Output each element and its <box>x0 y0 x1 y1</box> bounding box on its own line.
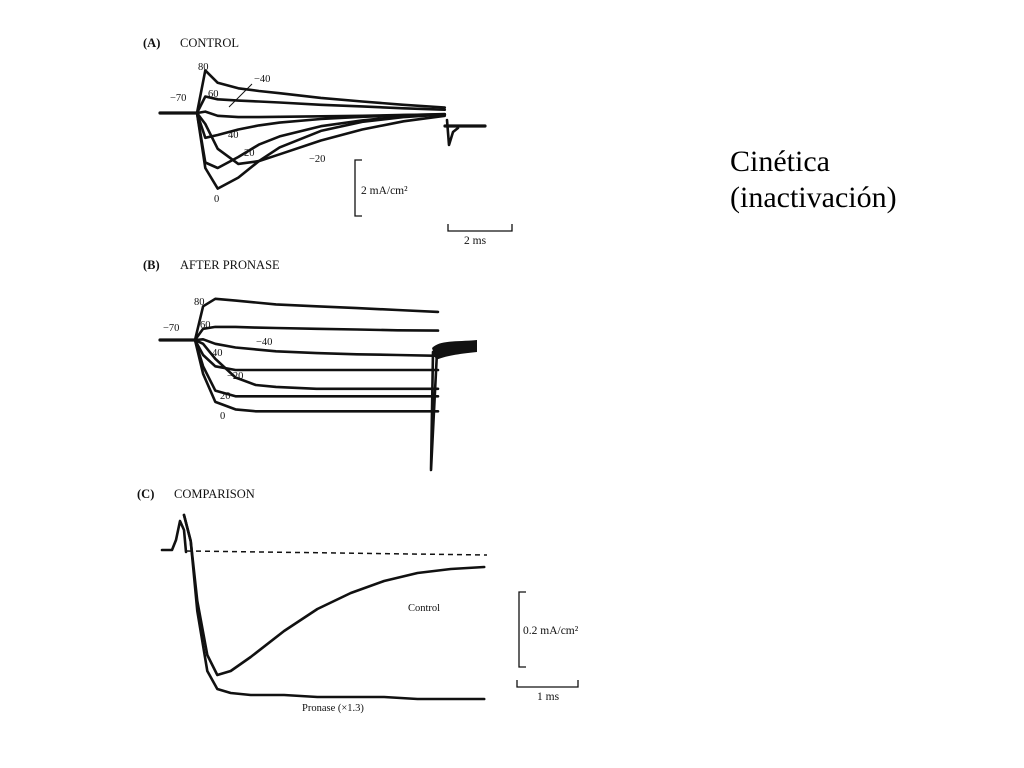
panel-b-tail-transient <box>429 350 439 472</box>
panel-a-holding-label: −70 <box>170 93 186 104</box>
panel-a-label-20: 20 <box>244 148 255 159</box>
panel-a: (A) CONTROL −70 80 60 −40 40 20 0 −20 2 mA/cm²… <box>143 36 513 247</box>
panel-b-label-80: 80 <box>194 297 205 308</box>
panel-b-label-neg20: −20 <box>227 371 243 382</box>
panel-a-title: CONTROL <box>180 36 239 50</box>
panel-b-label-neg40: −40 <box>256 337 272 348</box>
panel-a-xbar <box>447 224 513 232</box>
panel-a-xbar-label: 2 ms <box>464 235 487 247</box>
slide-title-line-2: (inactivación) <box>730 181 897 214</box>
panel-b-tail-artifact <box>432 340 477 360</box>
panel-c-label-pronase: Pronase (×1.3) <box>302 703 364 714</box>
panel-a-trace-neg20 <box>195 111 447 166</box>
panel-a-trace-0 <box>195 111 447 190</box>
panel-b-letter: (B) <box>143 258 160 272</box>
panel-a-label-80: 80 <box>198 62 209 73</box>
panel-b-trace-60 <box>193 325 440 342</box>
panel-c-title: COMPARISON <box>174 487 255 501</box>
panel-c: (C) COMPARISON Control Pronase (×1.3) 0.… <box>137 487 579 714</box>
panel-a-series-labels: 80 60 −40 40 20 0 −20 <box>198 62 325 205</box>
panel-b-label-0: 0 <box>220 411 225 422</box>
panel-b-label-40: 40 <box>212 348 223 359</box>
panel-a-ybar-label: 2 mA/cm² <box>361 185 408 197</box>
panel-c-ybar-label: 0.2 mA/cm² <box>523 625 579 637</box>
panel-c-ybar <box>518 591 526 668</box>
panel-a-ybar-label-text: 2 mA/cm² <box>361 185 408 197</box>
panel-c-xbar-label: 1 ms <box>537 691 560 703</box>
panel-c-baseline-and-spike <box>160 519 188 554</box>
panel-b-trace-neg20 <box>193 338 440 391</box>
panel-b-trace-40 <box>193 338 440 372</box>
panel-a-tail-transient <box>445 118 460 147</box>
panel-a-label-neg40: −40 <box>254 74 270 85</box>
panel-a-label-40: 40 <box>228 130 239 141</box>
panel-b-title: AFTER PRONASE <box>180 258 280 272</box>
panel-c-zero-line <box>186 550 488 556</box>
slide-title-line-1: Cinética <box>730 145 830 178</box>
panel-b-traces <box>193 297 440 413</box>
panel-c-label-control: Control <box>408 603 440 614</box>
panel-b-label-60: 60 <box>200 320 211 331</box>
panel-b-trace-0 <box>193 338 440 413</box>
panel-b-trace-80 <box>193 297 440 342</box>
panel-b-label-20: 20 <box>220 391 231 402</box>
panel-b-trace-neg40 <box>193 338 440 358</box>
panel-a-trace-80 <box>195 69 447 115</box>
panel-c-trace-pronase-1-3- <box>182 513 486 701</box>
panel-a-label-neg20: −20 <box>309 154 325 165</box>
panel-c-xbar <box>516 680 579 688</box>
panel-c-traces <box>182 513 486 701</box>
panel-c-letter: (C) <box>137 487 154 501</box>
panel-a-letter: (A) <box>143 36 160 50</box>
panel-a-traces <box>195 69 447 190</box>
panel-b: (B) AFTER PRONASE −70 80 60 −40 40 −20 20 0 <box>143 258 477 472</box>
panel-b-trace-20 <box>193 338 440 398</box>
panel-a-label-0: 0 <box>214 194 219 205</box>
panel-a-label-60: 60 <box>208 89 219 100</box>
panel-c-trace-control <box>182 513 486 677</box>
panel-a-ybar <box>354 159 362 217</box>
panel-a-leader-line <box>228 83 253 108</box>
panel-b-holding-label: −70 <box>163 323 179 334</box>
slide-title: Cinética (inactivación) <box>730 144 897 216</box>
panel-a-trace-60 <box>195 95 447 115</box>
panel-b-series-labels: 80 60 −40 40 −20 20 0 <box>194 297 272 422</box>
